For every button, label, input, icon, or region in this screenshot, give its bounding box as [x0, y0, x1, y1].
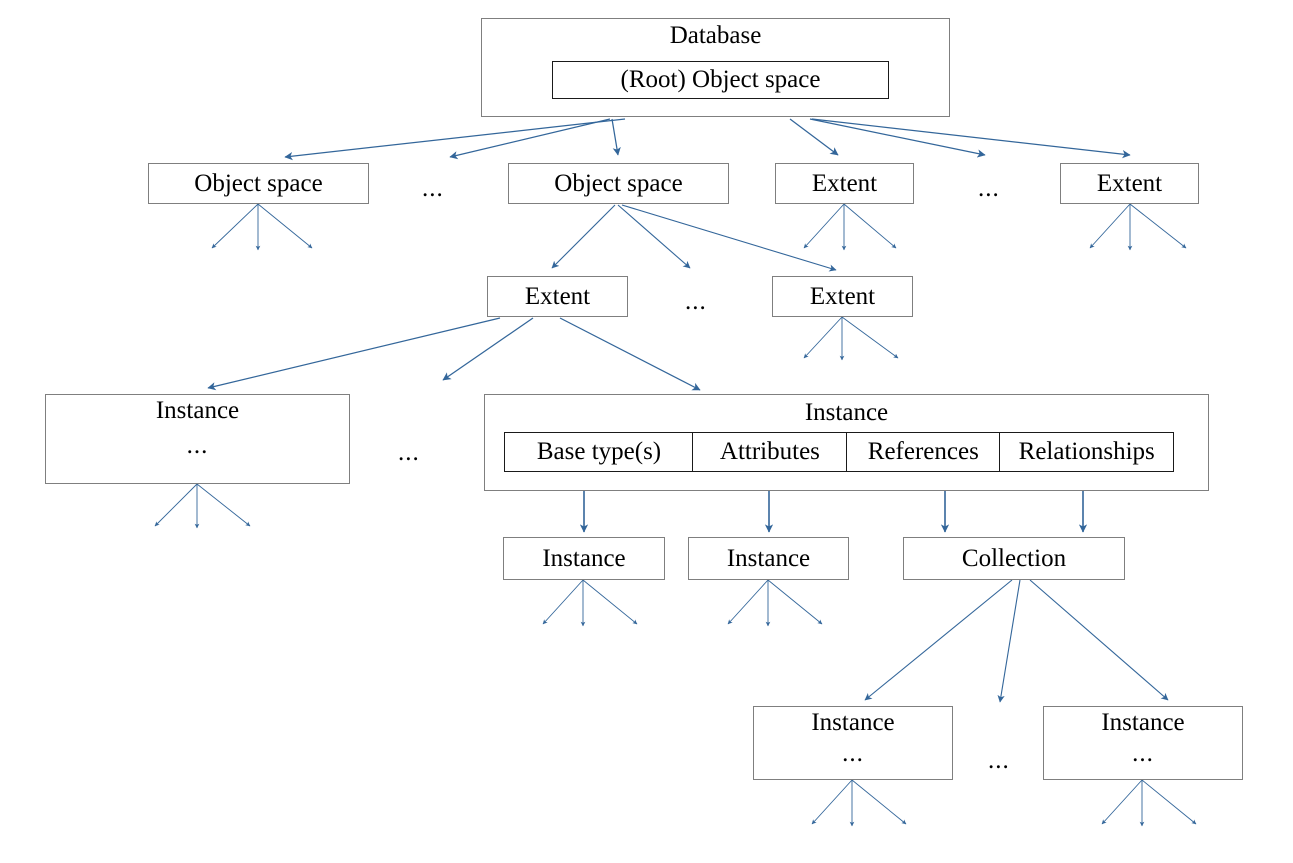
node-label: Object space: [194, 169, 323, 197]
node-instance-detail[interactable]: Instance Base type(s) Attributes Referen…: [484, 394, 1209, 491]
ellipsis-instance-row: ...: [398, 439, 420, 466]
node-object-space-2[interactable]: Object space: [508, 163, 729, 204]
cell-relationships[interactable]: Relationships: [999, 432, 1175, 472]
node-label: Extent: [1096, 169, 1163, 197]
node-label: Instance: [542, 544, 626, 572]
node-instance-l6-1[interactable]: Instance ...: [753, 706, 953, 780]
node-instance-l5-1[interactable]: Instance: [503, 537, 665, 580]
node-extent-l3-1[interactable]: Extent: [487, 276, 628, 317]
node-ellipsis: ...: [186, 432, 209, 459]
cell-label: References: [867, 438, 979, 465]
node-label: Extent: [809, 282, 876, 310]
cell-label: Attributes: [719, 438, 820, 465]
node-root-object-space[interactable]: (Root) Object space: [552, 61, 889, 99]
node-label: Object space: [554, 169, 683, 197]
cell-references[interactable]: References: [845, 432, 1001, 472]
cell-attributes[interactable]: Attributes: [692, 432, 848, 472]
node-label: Instance: [1101, 709, 1185, 736]
ellipsis-level2-b: ...: [978, 175, 1000, 202]
node-instance-left[interactable]: Instance ...: [45, 394, 350, 484]
cell-label: Relationships: [1018, 438, 1155, 465]
node-instance-l5-2[interactable]: Instance: [688, 537, 849, 580]
node-label: Collection: [961, 544, 1067, 572]
node-label: Extent: [811, 169, 878, 197]
node-object-space-1[interactable]: Object space: [148, 163, 369, 204]
node-ellipsis: ...: [1132, 740, 1154, 767]
node-collection[interactable]: Collection: [903, 537, 1125, 580]
instance-cells: Base type(s) Attributes References Relat…: [504, 432, 1175, 472]
node-label: Instance: [811, 709, 895, 736]
node-label: Instance: [726, 544, 811, 572]
node-label: Database: [669, 22, 762, 49]
node-label: Instance: [804, 399, 889, 426]
node-label: (Root) Object space: [620, 66, 821, 93]
node-instance-l6-2[interactable]: Instance ...: [1043, 706, 1243, 780]
ellipsis-level2-a: ...: [422, 175, 444, 202]
cell-base-types[interactable]: Base type(s): [504, 432, 694, 472]
node-extent-l2-1[interactable]: Extent: [775, 163, 914, 204]
node-database[interactable]: Database (Root) Object space: [481, 18, 950, 117]
node-extent-l2-2[interactable]: Extent: [1060, 163, 1199, 204]
ellipsis-level6: ...: [988, 747, 1010, 774]
node-label: Instance: [155, 397, 240, 424]
cell-label: Base type(s): [536, 438, 662, 465]
node-ellipsis: ...: [842, 740, 864, 767]
ellipsis-level3-a: ...: [685, 288, 707, 315]
node-extent-l3-2[interactable]: Extent: [772, 276, 913, 317]
node-label: Extent: [524, 282, 591, 310]
